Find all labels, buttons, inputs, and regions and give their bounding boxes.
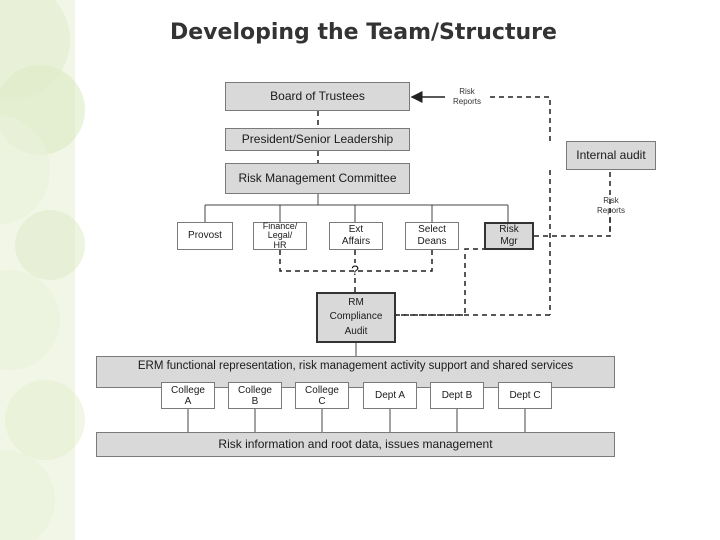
ext-affairs-box: Ext Affairs: [329, 222, 383, 250]
finance-label: Finance/ Legal/ HR: [262, 220, 298, 250]
dept-b-label: Dept B: [441, 389, 473, 401]
select-deans-box: Select Deans: [405, 222, 459, 250]
risk-mgr-label: Risk Mgr: [499, 224, 519, 247]
select-deans-label: Select Deans: [417, 224, 447, 247]
decorative-circles: [0, 0, 85, 540]
risk-mgr-box: Risk Mgr: [484, 222, 534, 250]
president-senior-leadership-box: President/Senior Leadership: [225, 128, 410, 151]
provost-label: Provost: [188, 230, 222, 241]
risk-reports-label-right: Risk Reports: [596, 196, 625, 215]
risk-reports-label-top: Risk Reports: [452, 87, 481, 106]
college-a-box: College A: [161, 382, 215, 409]
college-a-label: College A: [171, 384, 205, 407]
internal-audit-label: Internal audit: [576, 148, 646, 163]
dept-c-box: Dept C: [498, 382, 552, 409]
rm-compliance-label: RM Compliance Audit: [329, 296, 383, 337]
internal-audit-box: Internal audit: [566, 141, 656, 170]
rmc-label: Risk Management Committee: [238, 171, 397, 186]
dept-b-box: Dept B: [430, 382, 484, 409]
dept-c-label: Dept C: [509, 389, 541, 401]
dept-a-label: Dept A: [374, 389, 406, 401]
risk-management-committee-box: Risk Management Committee: [225, 163, 410, 194]
finance-legal-hr-box: Finance/ Legal/ HR: [253, 220, 307, 250]
erm-label: ERM functional representation, risk mana…: [137, 360, 574, 373]
rm-compliance-audit-box: RM Compliance Audit: [316, 292, 396, 343]
board-of-trustees-label: Board of Trustees: [270, 89, 365, 104]
ext-affairs-label: Ext Affairs: [341, 224, 371, 247]
page-title: Developing the Team/Structure: [170, 20, 557, 45]
board-of-trustees-box: Board of Trustees: [225, 82, 410, 111]
president-label: President/Senior Leadership: [241, 132, 394, 147]
unknown-role-question-mark: ?: [351, 262, 359, 278]
college-b-box: College B: [228, 382, 282, 409]
dept-a-box: Dept A: [363, 382, 417, 409]
college-b-label: College B: [238, 384, 272, 407]
risk-information-bar: Risk information and root data, issues m…: [96, 432, 615, 457]
risk-info-label: Risk information and root data, issues m…: [218, 437, 493, 452]
college-c-label: College C: [305, 384, 339, 407]
provost-box: Provost: [177, 222, 233, 250]
college-c-box: College C: [295, 382, 349, 409]
